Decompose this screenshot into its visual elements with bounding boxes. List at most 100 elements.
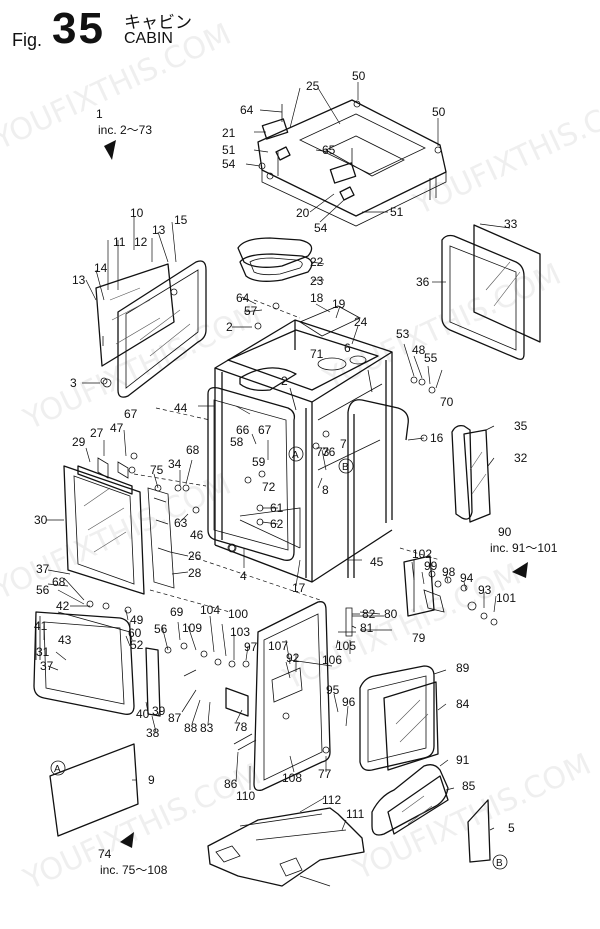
assembly-arrows (104, 140, 528, 848)
part-number: 76 (322, 445, 336, 459)
part-number: 108 (282, 771, 302, 785)
part-number: 60 (128, 626, 142, 640)
part-number: 81 (360, 621, 374, 635)
part-number: 71 (310, 347, 324, 361)
door-frame (207, 386, 296, 561)
figure-number: 35 (52, 4, 105, 53)
part-number: 4 (240, 569, 247, 583)
part-number: 28 (188, 566, 202, 580)
part-number: 52 (130, 638, 144, 652)
part-number: 37 (40, 659, 54, 673)
part-number: 5 (508, 821, 515, 835)
part-number: 98 (442, 565, 456, 579)
assembly-inc: inc. 2～73 (98, 123, 152, 137)
part-number: 38 (146, 726, 160, 740)
part-number: 54 (314, 221, 328, 235)
part-number: 29 (72, 435, 86, 449)
part-number: 9 (148, 773, 155, 787)
figure-header: Fig. 35 キャビン CABIN (0, 0, 600, 60)
part-number: 68 (52, 575, 66, 589)
part-number: 73 (316, 445, 330, 459)
part-number: 93 (478, 583, 492, 597)
part-number: 46 (190, 528, 204, 542)
watermark-text: YOUFIXTHIS.COM (278, 557, 527, 698)
part-number: 35 (514, 419, 528, 433)
side-glass (451, 424, 491, 523)
part-number: 42 (56, 599, 70, 613)
part-number: 62 (270, 517, 284, 531)
part-number: 106 (322, 653, 342, 667)
part-number: 23 (310, 274, 324, 288)
arrow-icon (104, 140, 116, 160)
part-number: 13 (152, 223, 166, 237)
right-lower-windows (359, 665, 449, 836)
part-number: 7 (340, 437, 347, 451)
part-number: 50 (352, 69, 366, 83)
part-number: 20 (296, 206, 310, 220)
small-glass-5 (467, 799, 491, 863)
part-number: 94 (460, 571, 474, 585)
part-number: 39 (152, 704, 166, 718)
part-number: 2 (226, 320, 233, 334)
door-seal (347, 399, 409, 578)
part-number: 83 (200, 721, 214, 735)
part-number: 110 (236, 789, 255, 803)
part-number: 101 (496, 591, 516, 605)
part-number: 43 (58, 633, 72, 647)
part-number: 59 (252, 455, 266, 469)
figure-title-japanese: キャビン (124, 13, 192, 33)
part-number: 95 (326, 683, 340, 697)
watermark: YOUFIXTHIS.COM YOUFIXTHIS.COM YOUFIXTHIS… (0, 17, 600, 898)
part-number: 105 (336, 639, 356, 653)
part-number: 54 (222, 157, 236, 171)
part-number: 57 (244, 304, 258, 318)
cabin-frame (214, 305, 393, 583)
part-number: 75 (150, 463, 164, 477)
part-number: 99 (424, 559, 438, 573)
part-number: 13 (72, 273, 86, 287)
part-number: 77 (318, 767, 332, 781)
part-number: 33 (504, 217, 518, 231)
part-number: 82 (362, 607, 376, 621)
part-number: 48 (412, 343, 426, 357)
part-number: 47 (110, 421, 124, 435)
part-number: 24 (354, 315, 368, 329)
part-number: 70 (440, 395, 454, 409)
part-number: 12 (134, 235, 148, 249)
part-number: 78 (234, 720, 248, 734)
left-window-assembly (95, 260, 207, 398)
part-number: 107 (268, 639, 288, 653)
callout-letter: A (292, 450, 299, 461)
part-number: 103 (230, 625, 250, 639)
part-number: 15 (174, 213, 188, 227)
part-number: 87 (168, 711, 182, 725)
part-number: 41 (34, 619, 48, 633)
left-door-panel (63, 457, 175, 595)
callout-markers: A B A B (50, 446, 508, 870)
part-number: 84 (456, 697, 470, 711)
figure-title-english: CABIN (124, 30, 173, 47)
part-number: 3 (70, 376, 77, 390)
assembly-guide-lines (133, 299, 441, 613)
arrow-icon (120, 832, 134, 848)
part-number: 61 (270, 501, 284, 515)
part-number: 65 (322, 143, 336, 157)
part-number: 89 (456, 661, 470, 675)
part-number: 44 (174, 401, 188, 415)
watermark-text: YOUFIXTHIS.COM (18, 297, 267, 438)
part-number: 79 (412, 631, 426, 645)
part-number: 111 (346, 807, 365, 821)
part-number: 25 (306, 79, 320, 93)
part-number: 51 (222, 143, 236, 157)
figure-prefix: Fig. (12, 30, 43, 50)
part-number: 53 (396, 327, 410, 341)
part-number: 67 (258, 423, 272, 437)
part-number: 45 (370, 555, 384, 569)
roof-assembly (257, 99, 447, 227)
part-number: 97 (244, 640, 258, 654)
part-number: 16 (430, 431, 444, 445)
part-number: 36 (416, 275, 430, 289)
assembly-notes: 1 inc. 2～73 74 inc. 75～108 90 inc. 91～10… (96, 107, 558, 877)
part-number: 11 (113, 235, 126, 249)
